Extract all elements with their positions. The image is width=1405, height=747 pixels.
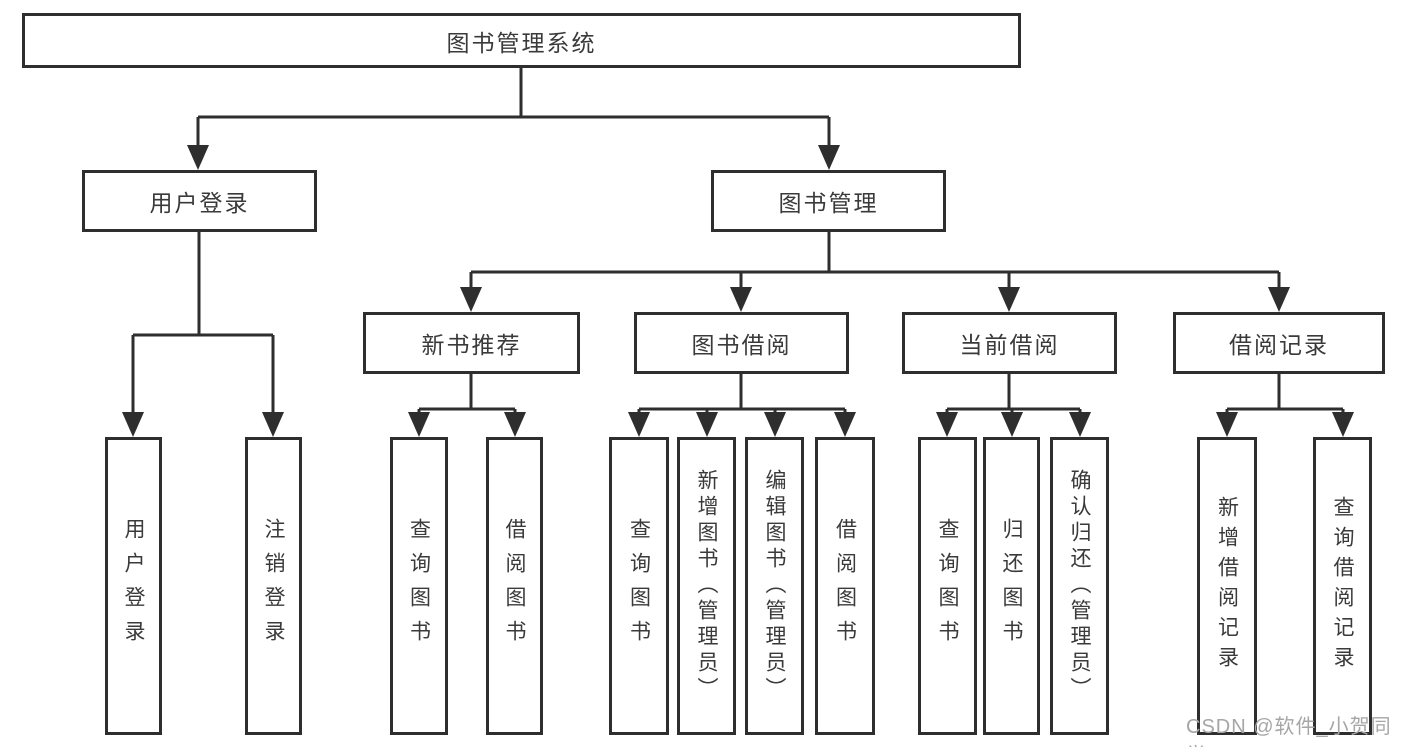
leaf-add-book-admin: 新增图书（管理员） [677, 437, 736, 735]
leaf-query-books-recommend: 查询图书 [390, 437, 448, 735]
leaf-return-book: 归还图书 [983, 437, 1040, 735]
node-borrowing-records: 借阅记录 [1173, 312, 1385, 374]
leaf-add-borrow-record: 新增借阅记录 [1197, 437, 1257, 735]
connector-arrowheads [122, 145, 1354, 437]
node-library-management-system: 图书管理系统 [22, 13, 1021, 68]
leaf-borrow-books-recommend: 借阅图书 [486, 437, 543, 735]
node-current-borrowing: 当前借阅 [902, 312, 1117, 374]
leaf-borrow-books-borrowing: 借阅图书 [815, 437, 875, 735]
node-label: 确认归还（管理员） [1068, 469, 1091, 703]
node-label: 归还图书 [1000, 518, 1023, 654]
node-label: 图书管理系统 [446, 29, 597, 56]
node-book-management: 图书管理 [711, 170, 946, 232]
leaf-confirm-return-admin: 确认归还（管理员） [1050, 437, 1109, 735]
node-label: 图书管理 [778, 190, 879, 216]
leaf-edit-book-admin: 编辑图书（管理员） [745, 437, 804, 735]
node-label: 新增图书（管理员） [695, 469, 718, 703]
node-label: 编辑图书（管理员） [763, 469, 786, 703]
node-label: 用户登录 [149, 190, 250, 216]
leaf-query-books-borrowing: 查询图书 [609, 437, 669, 735]
node-label: 借阅图书 [833, 518, 857, 654]
node-label: 查询图书 [627, 518, 651, 654]
leaf-query-books-current: 查询图书 [918, 437, 977, 735]
node-label: 借阅记录 [1229, 332, 1329, 358]
node-label: 查询图书 [936, 518, 959, 654]
node-label: 图书借阅 [691, 332, 792, 358]
leaf-query-borrow-record: 查询借阅记录 [1313, 437, 1372, 735]
node-label: 用户登录 [122, 518, 145, 654]
node-label: 新书推荐 [421, 332, 522, 358]
node-label: 新增借阅记录 [1215, 496, 1239, 676]
node-label: 借阅图书 [503, 518, 526, 654]
node-new-book-recommendation: 新书推荐 [363, 312, 580, 374]
node-label: 注销登录 [262, 518, 285, 654]
csdn-watermark: CSDN @软件_小贺同学 [1186, 716, 1392, 747]
leaf-user-login: 用户登录 [105, 437, 162, 735]
node-label: 查询借阅记录 [1331, 496, 1354, 676]
node-label: 当前借阅 [959, 332, 1060, 358]
node-user-login: 用户登录 [82, 170, 317, 232]
node-label: 查询图书 [407, 518, 431, 654]
leaf-logout: 注销登录 [245, 437, 302, 735]
node-book-borrowing: 图书借阅 [634, 312, 849, 374]
